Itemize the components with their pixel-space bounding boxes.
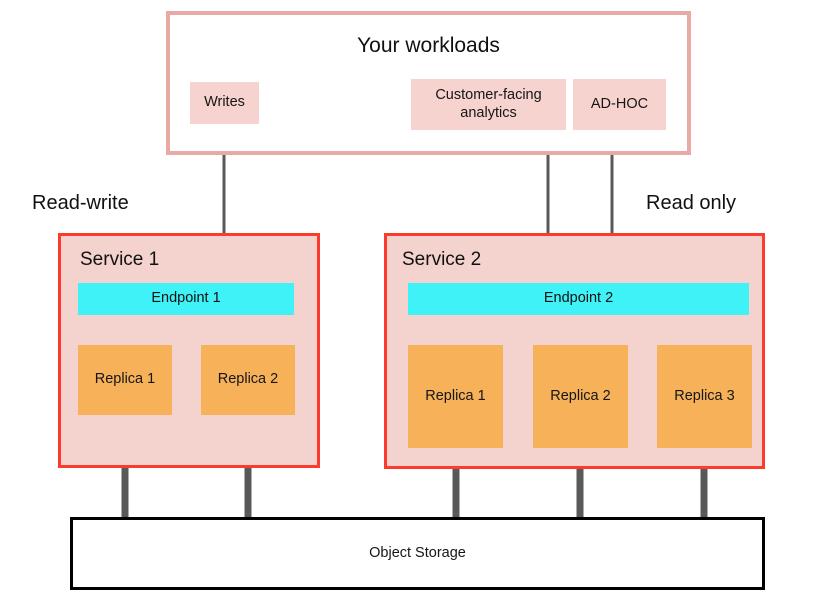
workload-chip-customer-facing-analytics[interactable]: Customer-facing analytics [411, 79, 566, 130]
service-1-endpoint[interactable]: Endpoint 1 [78, 283, 294, 315]
service-2-replica-3[interactable]: Replica 3 [657, 345, 752, 448]
workloads-title: Your workloads [357, 33, 500, 57]
service-2-title: Service 2 [402, 249, 482, 270]
workload-chip-writes[interactable]: Writes [190, 82, 259, 124]
workload-chip-ad-hoc[interactable]: AD-HOC [573, 79, 666, 130]
service-2-endpoint[interactable]: Endpoint 2 [408, 283, 749, 315]
service-2-replica-1[interactable]: Replica 1 [408, 345, 503, 448]
object-storage-box[interactable]: Object Storage [70, 517, 765, 590]
service-1-title: Service 1 [80, 249, 160, 270]
service-1-replica-1[interactable]: Replica 1 [78, 345, 172, 415]
label-read-only: Read only [646, 192, 737, 214]
service-1-replica-2[interactable]: Replica 2 [201, 345, 295, 415]
service-2-replica-2[interactable]: Replica 2 [533, 345, 628, 448]
label-read-write: Read-write [32, 192, 129, 214]
